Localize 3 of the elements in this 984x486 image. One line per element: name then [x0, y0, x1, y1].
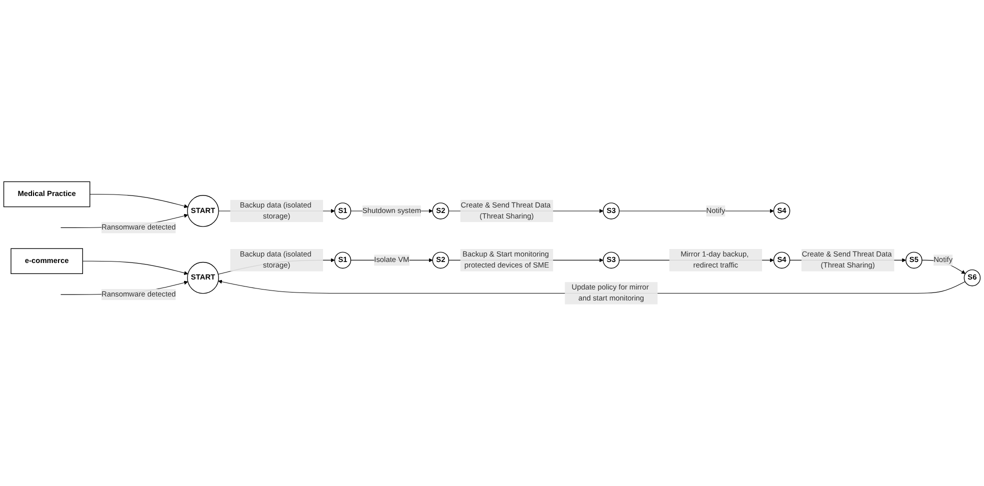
arrow	[618, 208, 774, 213]
arrow	[90, 194, 188, 208]
arrow	[82, 260, 188, 275]
